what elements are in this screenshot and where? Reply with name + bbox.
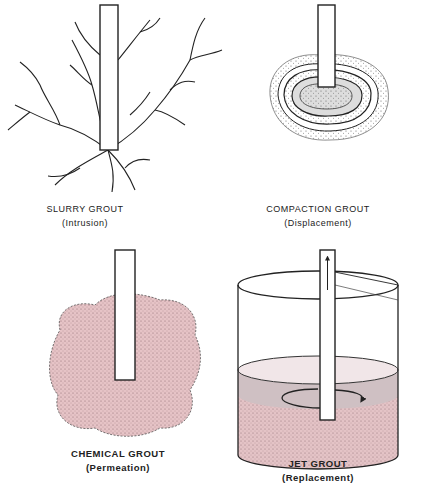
grout-pipe <box>318 5 335 87</box>
mechanism-name: (Replacement) <box>282 472 354 483</box>
grout-pipe <box>115 250 135 380</box>
method-name: JET GROUT <box>289 458 348 469</box>
withdraw-arrow <box>327 258 328 290</box>
mechanism-name: (Intrusion) <box>62 218 108 228</box>
method-name: COMPACTION GROUT <box>266 204 369 214</box>
jet-pipe <box>320 250 335 420</box>
grout-pipe <box>100 5 118 150</box>
rotation-arrow <box>282 389 320 408</box>
method-name: SLURRY GROUT <box>46 204 123 214</box>
jet-grout-column <box>238 270 398 469</box>
rotation-arrow <box>335 390 363 400</box>
mechanism-name: (Permeation) <box>86 462 150 473</box>
method-name: CHEMICAL GROUT <box>71 448 165 459</box>
mechanism-name: (Displacement) <box>284 218 352 228</box>
